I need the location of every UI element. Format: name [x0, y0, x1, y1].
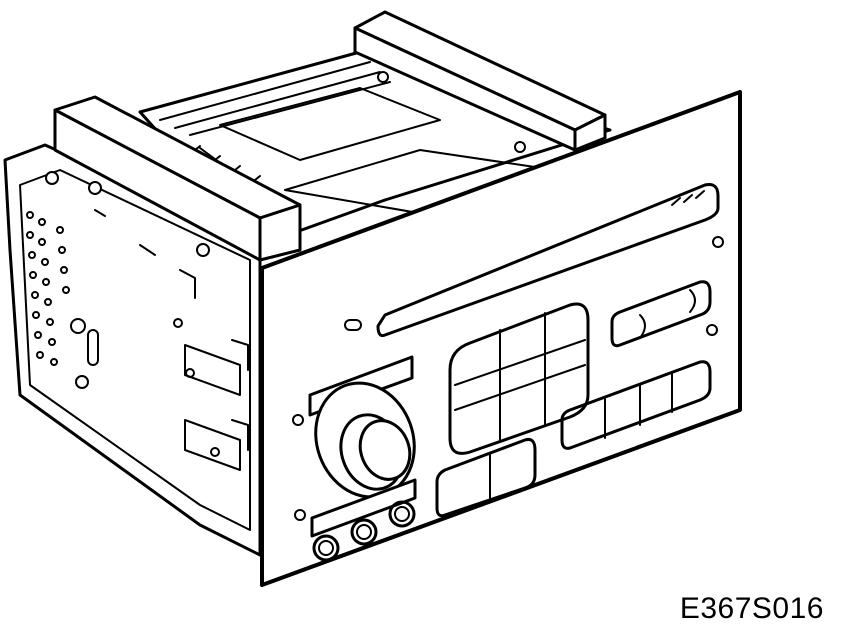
- front-faceplate: [260, 90, 742, 587]
- lower-center-buttons: [435, 438, 537, 518]
- right-top-rail: [353, 10, 607, 152]
- face-screw-right: [706, 324, 718, 336]
- main-button-cluster: [448, 302, 590, 455]
- cd-slot: [376, 183, 720, 338]
- face-screw-bottom-left: [294, 509, 306, 521]
- vent-holes: [26, 211, 70, 366]
- lower-right-buttons: [560, 360, 712, 450]
- face-screw-top-right: [712, 236, 724, 248]
- left-top-rail: [53, 95, 302, 262]
- face-slot-left: [344, 319, 362, 331]
- face-screw-left: [292, 414, 304, 426]
- round-buttons: [312, 500, 416, 562]
- lower-label-strip: [310, 478, 417, 538]
- upper-right-buttons: [610, 280, 712, 348]
- figure-reference-code: E367S016: [679, 592, 824, 625]
- volume-knob: [314, 381, 416, 499]
